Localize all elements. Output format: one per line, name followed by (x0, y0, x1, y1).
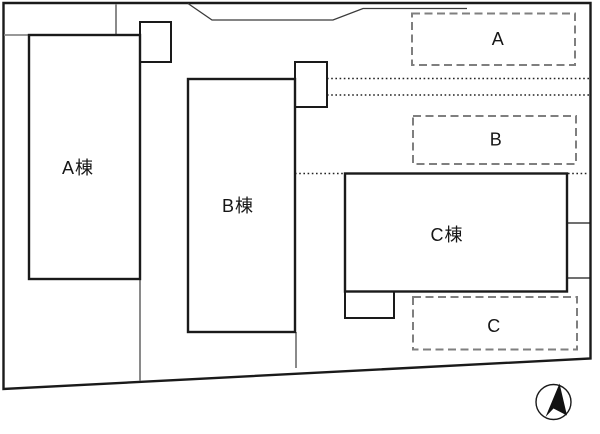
parking-space-b (412, 115, 577, 165)
road-setback-line (187, 2, 467, 21)
building-c-annex (344, 290, 395, 319)
building-b (186, 77, 297, 334)
parking-space-c (412, 296, 578, 351)
north-arrow-icon (545, 383, 567, 417)
building-b-label: B棟 (222, 196, 254, 216)
building-c (343, 172, 569, 293)
building-c-label: C棟 (431, 225, 464, 245)
parking-space-a (411, 12, 576, 66)
building-a-label: A棟 (62, 158, 94, 178)
parking-c-label: C (487, 316, 501, 336)
building-b-annex (294, 61, 328, 108)
building-a-annex (139, 21, 172, 63)
parking-b-label: B (490, 130, 503, 150)
building-a (27, 33, 142, 281)
parking-a-label: A (492, 29, 505, 49)
compass (535, 383, 572, 421)
